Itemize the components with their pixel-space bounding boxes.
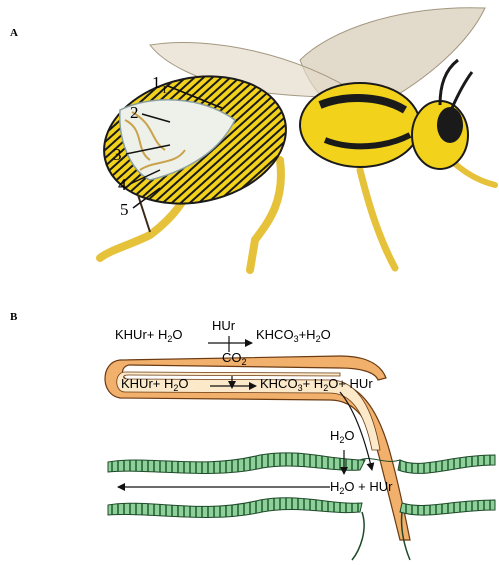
callout-5: 5 — [120, 200, 129, 219]
inner-khur: KHUr — [121, 376, 153, 391]
callout-2: 2 — [130, 103, 139, 122]
callout-1: 1 — [152, 73, 161, 92]
inner-plus-2: + — [303, 376, 311, 391]
inner-plus: + — [153, 376, 161, 391]
inner-plus-3: + — [338, 376, 346, 391]
co2-sub: 2 — [242, 357, 247, 367]
hindgut — [108, 453, 495, 560]
wasp-eye — [437, 107, 463, 143]
eq-khur: KHUr — [115, 327, 147, 342]
wasp-illustration — [92, 8, 495, 270]
inner-h2o-o: O — [178, 376, 188, 391]
panel-a-label: A — [10, 27, 18, 39]
svg-text:KHUr+ H2O: KHUr+ H2O — [121, 376, 189, 393]
drop-h2o-h: H — [330, 428, 339, 443]
eq-h2o-o: O — [172, 327, 182, 342]
svg-text:H2O + HUr: H2O + HUr — [330, 479, 393, 496]
bottom-hur: HUr — [369, 479, 393, 494]
inner-h2o-b-o: O — [328, 376, 338, 391]
wasp-antenna-2 — [452, 72, 472, 108]
callout-1-sub: 1 — [162, 85, 167, 96]
gut-lower-wall — [108, 498, 362, 518]
eq-h2o-h: H — [158, 327, 167, 342]
inner-hur: HUr — [350, 376, 374, 391]
bottom-h2o-o: O — [344, 479, 354, 494]
svg-text:KHCO3+ H2O+ HUr: KHCO3+ H2O+ HUr — [260, 376, 373, 393]
svg-text:CO2: CO2 — [222, 350, 247, 367]
co2: CO — [222, 350, 242, 365]
gut-upper-wall-right — [398, 455, 495, 473]
gut-upper-wall — [108, 453, 365, 474]
bottom-h2o-h: H — [330, 479, 339, 494]
drop-h2o-o: O — [344, 428, 354, 443]
gut-lower-wall-right — [400, 500, 495, 515]
bottom-plus: + — [358, 479, 366, 494]
inner-h2o-b-h: H — [314, 376, 323, 391]
eq-right-tail: +H — [299, 327, 316, 342]
wasp-leg-front — [360, 170, 395, 268]
inner-khco3: KHCO — [260, 376, 298, 391]
eq-khco3: KHCO — [256, 327, 294, 342]
svg-text:KHUr+ H2O: KHUr+ H2O — [115, 327, 183, 344]
svg-text:H2O: H2O — [330, 428, 355, 445]
callout-3: 3 — [113, 145, 122, 164]
inner-h2o-h: H — [164, 376, 173, 391]
eq-plus-1: + — [147, 327, 155, 342]
panel-b-label: B — [10, 311, 18, 323]
eq-hur-top: HUr — [212, 318, 236, 333]
callout-4: 4 — [118, 175, 127, 194]
svg-text:KHCO3+H2O: KHCO3+H2O — [256, 327, 331, 344]
eq-right-o: O — [321, 327, 331, 342]
